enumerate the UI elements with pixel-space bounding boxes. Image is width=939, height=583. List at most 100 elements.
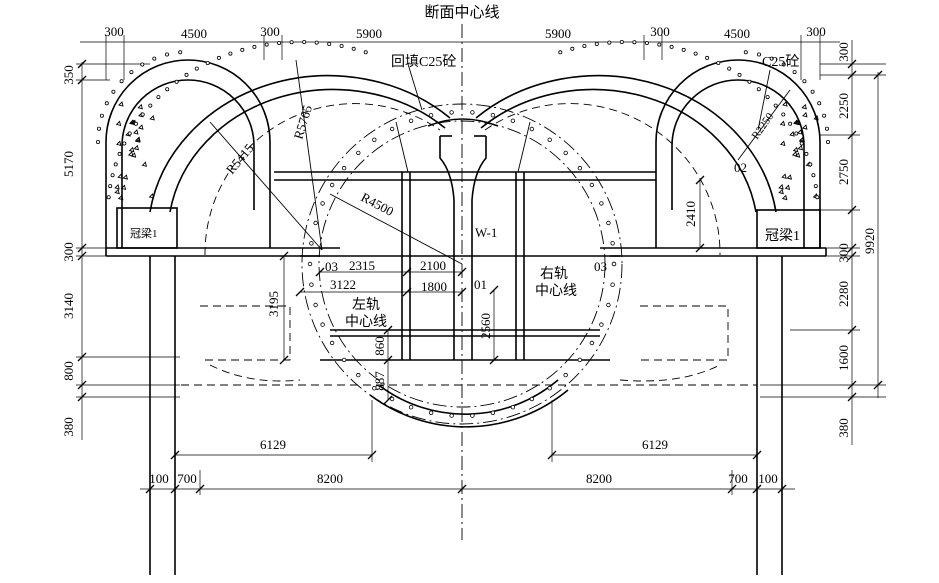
grout-hole bbox=[113, 162, 118, 167]
inner-dashed-profiles bbox=[174, 300, 758, 386]
grout-hole bbox=[737, 72, 742, 77]
label-point-03-left: 03 bbox=[325, 259, 338, 274]
grout-hole bbox=[329, 182, 335, 188]
grout-hole bbox=[122, 141, 127, 146]
concrete-aggregate bbox=[135, 136, 141, 142]
grout-hole bbox=[547, 386, 552, 391]
grout-hole bbox=[510, 118, 516, 123]
grout-hole bbox=[104, 101, 109, 106]
grout-hole bbox=[470, 110, 475, 115]
grout-hole bbox=[490, 410, 496, 415]
grout-hole bbox=[563, 150, 568, 156]
concrete-aggregate bbox=[120, 184, 127, 191]
grout-hole bbox=[589, 340, 595, 346]
main-arches bbox=[96, 40, 831, 256]
grout-hole bbox=[606, 220, 611, 226]
grout-hole bbox=[727, 66, 732, 71]
grout-hole bbox=[372, 386, 377, 391]
grout-hole bbox=[408, 118, 414, 123]
bored-piles bbox=[149, 256, 783, 575]
grout-hole bbox=[329, 340, 335, 346]
dim-left-3140: 3140 bbox=[61, 293, 76, 319]
grout-hole bbox=[309, 282, 314, 287]
grout-hole bbox=[264, 42, 269, 47]
grout-hole bbox=[547, 137, 552, 142]
concrete-aggregate bbox=[138, 124, 144, 130]
grout-hole bbox=[599, 322, 604, 327]
dim-bottom-8200-right: 8200 bbox=[586, 471, 612, 486]
concrete-aggregate bbox=[793, 119, 800, 126]
grout-hole bbox=[184, 72, 189, 77]
grout-hole bbox=[205, 61, 210, 66]
grout-hole bbox=[97, 126, 102, 131]
grout-hole bbox=[529, 396, 535, 402]
grout-hole bbox=[792, 70, 797, 75]
concrete-hatch-right bbox=[778, 101, 819, 201]
grout-holes-ring bbox=[307, 110, 617, 418]
grout-hole bbox=[644, 41, 649, 46]
dim-bottom-8200-left: 8200 bbox=[317, 471, 343, 486]
grout-hole bbox=[313, 220, 318, 226]
concrete-aggregate bbox=[802, 124, 808, 130]
dim-left-300: 300 bbox=[61, 242, 76, 262]
concrete-aggregate bbox=[778, 188, 784, 195]
radius-r5765: R5765 bbox=[291, 103, 315, 141]
concrete-aggregate bbox=[781, 173, 787, 179]
dim-top-4500-b: 4500 bbox=[724, 26, 750, 41]
grout-hole bbox=[356, 150, 361, 156]
concrete-aggregate bbox=[791, 151, 798, 157]
grout-hole bbox=[606, 302, 611, 308]
concrete-aggregate bbox=[799, 136, 805, 142]
grout-hole bbox=[681, 47, 686, 52]
label-left-track-2: 中心线 bbox=[345, 314, 387, 330]
grout-hole bbox=[582, 44, 587, 49]
grout-hole bbox=[389, 396, 395, 402]
grout-hole bbox=[133, 121, 138, 126]
grout-hole bbox=[194, 66, 199, 71]
grout-hole bbox=[240, 47, 245, 52]
dim-right-300-b: 300 bbox=[836, 243, 851, 263]
dim-left-380: 380 bbox=[61, 417, 76, 437]
crown-beam-label-right: 冠梁1 bbox=[765, 228, 800, 244]
grout-hole bbox=[794, 131, 799, 136]
grout-hole bbox=[96, 139, 101, 144]
grout-hole bbox=[563, 372, 568, 378]
grout-hole bbox=[127, 131, 132, 136]
grout-hole bbox=[339, 44, 344, 49]
concrete-aggregate bbox=[802, 111, 808, 118]
grout-hole bbox=[140, 62, 145, 67]
dim-right-380: 380 bbox=[836, 418, 851, 438]
concrete-aggregate bbox=[797, 144, 804, 151]
dim-top-4500-a: 4500 bbox=[181, 26, 207, 41]
grout-hole bbox=[802, 79, 807, 84]
label-right-track-2: 中心线 bbox=[535, 283, 577, 299]
concrete-aggregate bbox=[133, 129, 139, 135]
grout-hole bbox=[408, 405, 414, 410]
grout-hole bbox=[356, 372, 361, 378]
grout-hole bbox=[781, 112, 786, 117]
concrete-aggregate bbox=[794, 152, 801, 158]
dim-top-5900-b: 5900 bbox=[545, 26, 571, 41]
concrete-aggregate bbox=[117, 194, 124, 201]
dim-left-5170: 5170 bbox=[61, 151, 76, 177]
grout-hole bbox=[529, 126, 535, 132]
dim-right-2750: 2750 bbox=[836, 159, 851, 185]
grout-hole bbox=[108, 184, 113, 189]
grout-hole bbox=[372, 137, 377, 142]
label-right-track-1: 右轨 bbox=[540, 266, 568, 282]
dim-left-800: 800 bbox=[61, 361, 76, 381]
label-point-01: 01 bbox=[474, 277, 487, 292]
grout-hole bbox=[428, 112, 434, 118]
radius-r2250: R2250 bbox=[750, 110, 777, 141]
concrete-aggregate bbox=[789, 131, 795, 137]
grout-hole bbox=[811, 173, 816, 178]
grout-hole bbox=[716, 61, 721, 66]
grout-hole bbox=[228, 51, 233, 56]
horizontal-struts bbox=[274, 121, 656, 361]
grout-hole bbox=[813, 184, 818, 189]
label-c25-concrete: C25砼 bbox=[762, 54, 799, 70]
label-w1: W-1 bbox=[475, 225, 497, 240]
grout-hole bbox=[817, 101, 822, 106]
concrete-aggregate bbox=[141, 161, 148, 167]
grout-hole bbox=[389, 126, 395, 132]
